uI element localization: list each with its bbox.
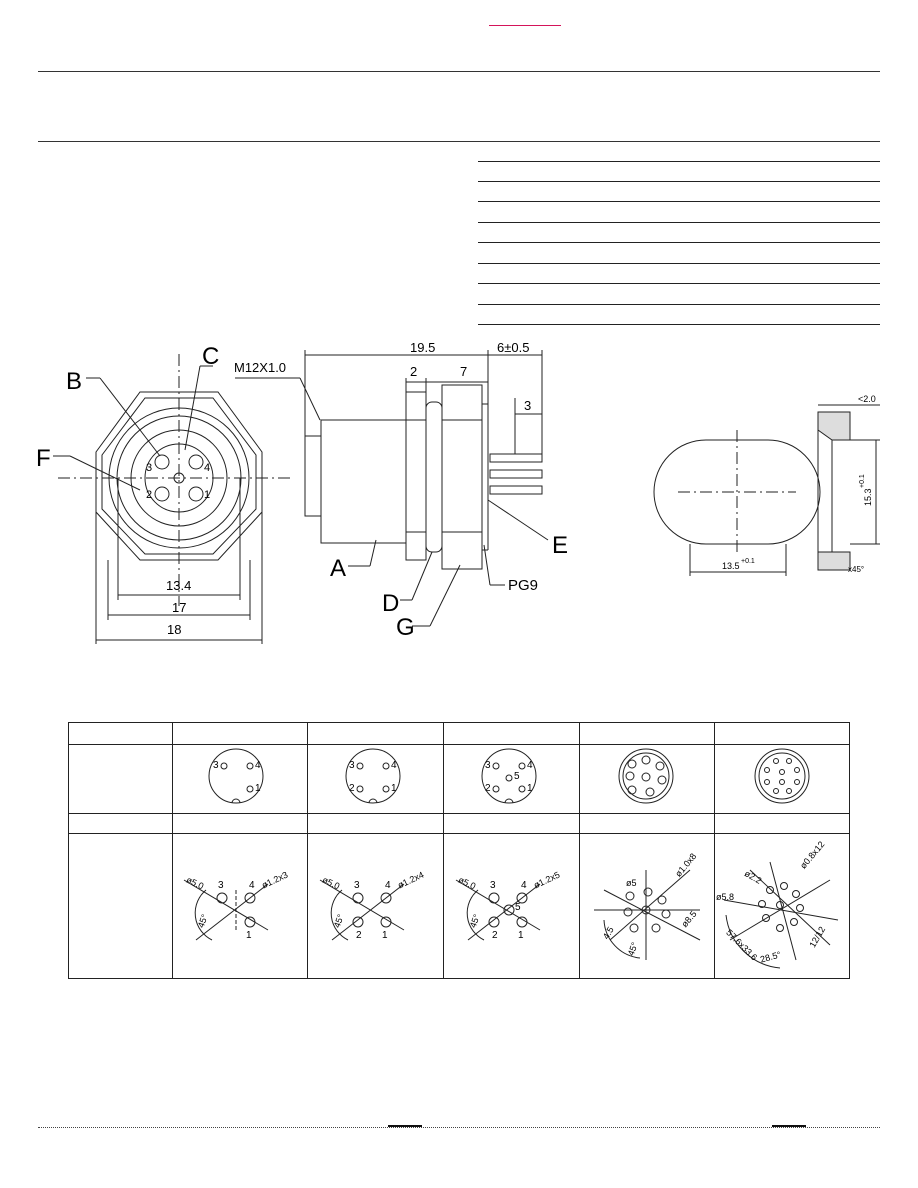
spec-row (478, 182, 880, 202)
label-g: G (396, 614, 415, 641)
dim-19-5: 19.5 (410, 340, 435, 355)
side-view (235, 350, 549, 627)
table-row-divider (69, 744, 849, 745)
label-e: E (552, 532, 568, 559)
hole-pattern-8pin (594, 869, 701, 960)
pin-configuration-table (68, 722, 850, 979)
connector-face-3pin (208, 748, 264, 804)
front-pin-3: 3 (146, 462, 152, 474)
front-pin-4: 4 (204, 462, 210, 474)
front-pin-1: 1 (204, 489, 210, 501)
pin-table-graphics (183, 748, 839, 969)
dim-3: 3 (524, 398, 531, 413)
front-view (53, 354, 290, 644)
label-b: B (66, 368, 82, 395)
label-d: D (382, 590, 399, 617)
cutout-height-tol: +0.1 (859, 474, 866, 488)
table-divider (443, 723, 444, 978)
panel-cutout (653, 404, 880, 576)
spec-row (478, 223, 880, 243)
connector-drawing: B C F 3 4 2 1 13.4 17 18 (36, 340, 880, 644)
cutout-chamfer: <2.0 (858, 394, 876, 404)
cutout-height: 15.3 (863, 488, 873, 506)
label-c: C (202, 343, 219, 370)
table-row-divider (69, 833, 849, 834)
spec-row (478, 161, 880, 182)
connector-face-8pin (618, 748, 674, 804)
dim-7: 7 (460, 364, 467, 379)
footer-rule (38, 1127, 880, 1128)
hole-pattern-4pin (319, 879, 405, 941)
connector-face-12pin (754, 748, 810, 804)
dim-18: 18 (167, 622, 181, 637)
spec-row (478, 202, 880, 223)
table-divider (579, 723, 580, 978)
spec-row (478, 305, 880, 325)
header-rule-top (38, 71, 880, 72)
connector-face-5pin (481, 748, 537, 804)
label-pg9: PG9 (508, 577, 538, 594)
footer-mark (772, 1125, 806, 1127)
spec-row (478, 243, 880, 264)
dim-6: 6±0.5 (497, 340, 529, 355)
hole-pattern-12pin (723, 861, 839, 969)
hole-pattern-3pin (183, 879, 269, 941)
label-a: A (330, 555, 346, 582)
connector-face-4pin (345, 748, 401, 804)
specification-table (478, 161, 880, 325)
spec-row (478, 284, 880, 305)
hole-pattern-5pin (455, 879, 541, 941)
cutout-width: 13.5 (722, 561, 740, 571)
table-row-divider (69, 813, 849, 814)
label-f: F (36, 445, 51, 472)
table-divider (172, 723, 173, 978)
front-pin-2: 2 (146, 489, 152, 501)
header-rule-bottom (38, 141, 880, 142)
table-divider (307, 723, 308, 978)
dim-17: 17 (172, 600, 186, 615)
dim-2: 2 (410, 364, 417, 379)
cutout-width-tol: +0.1 (741, 558, 755, 565)
thread-label: M12X1.0 (234, 360, 286, 375)
cutout-angle: x45° (848, 565, 864, 574)
spec-row (478, 264, 880, 284)
header-link-underline[interactable] (489, 25, 561, 26)
table-divider (714, 723, 715, 978)
footer-mark (388, 1125, 422, 1127)
dim-13-4: 13.4 (166, 578, 191, 593)
